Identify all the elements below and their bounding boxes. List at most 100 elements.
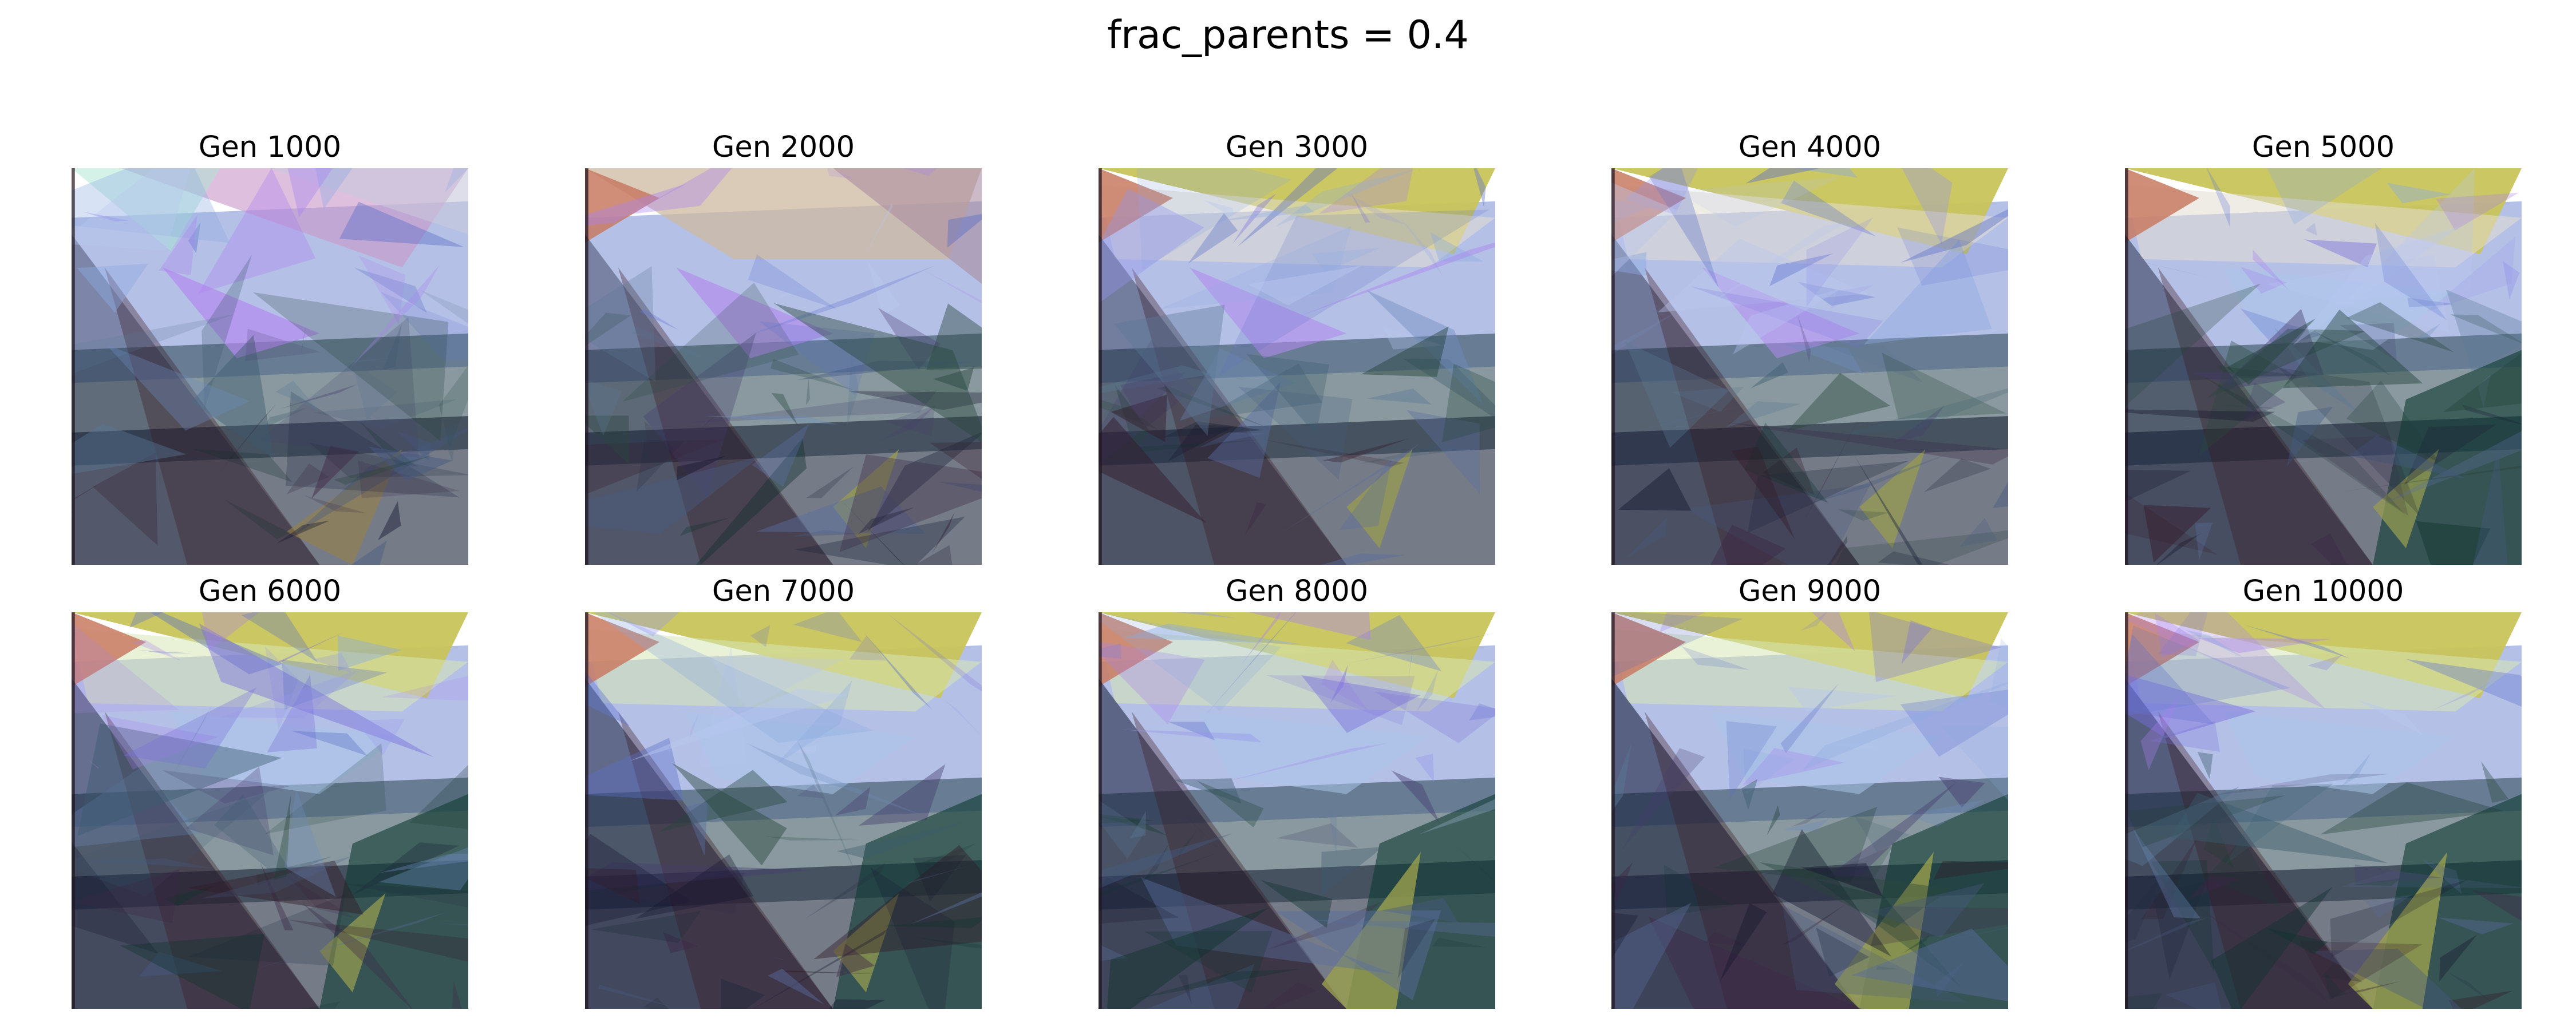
triangle-shape	[1350, 193, 1370, 223]
triangle-shape	[245, 328, 322, 361]
triangle-shape	[197, 168, 316, 294]
triangle-shape	[2481, 761, 2509, 803]
triangle-shape	[2126, 612, 2326, 710]
olive-triangle	[2373, 449, 2439, 549]
evolved-image	[72, 168, 468, 565]
dark-wedge	[72, 234, 320, 565]
triangle-shape	[630, 168, 732, 215]
triangle-shape	[1731, 446, 1795, 540]
triangle-shape	[1130, 811, 1146, 839]
triangle-shape	[1670, 386, 1744, 412]
triangle-shape	[351, 540, 387, 565]
triangle-shape	[776, 680, 852, 764]
triangle-shape	[1741, 779, 1758, 810]
triangle-shape	[1139, 439, 1259, 453]
triangle-shape	[593, 612, 874, 743]
triangle-shape	[1099, 944, 1128, 961]
triangle-shape	[2406, 659, 2522, 707]
triangle-shape	[1318, 168, 1413, 214]
triangle-shape	[2126, 795, 2286, 847]
panel-title: Gen 7000	[712, 575, 855, 608]
triangle-shape	[1111, 394, 1167, 442]
triangle-shape	[1244, 502, 1267, 536]
lavender-triangle	[162, 267, 320, 359]
triangle-shape	[2324, 972, 2346, 999]
triangle-shape	[836, 822, 966, 859]
triangle-shape	[2346, 302, 2454, 352]
triangle-shape	[1207, 382, 1281, 478]
triangle-shape	[358, 460, 460, 498]
triangle-shape	[1266, 675, 1415, 726]
triangle-shape	[381, 292, 468, 360]
triangle-shape	[188, 222, 201, 253]
triangle-shape	[275, 381, 319, 411]
triangle-shape	[1099, 878, 1179, 924]
triangle-shape	[639, 308, 679, 331]
panel-gen-3000: Gen 3000	[1099, 130, 1495, 569]
triangle-shape	[1323, 438, 1409, 463]
triangle-shape	[72, 482, 102, 500]
triangle-shape	[2293, 226, 2461, 346]
triangle-shape	[338, 635, 402, 671]
triangle-shape	[643, 997, 669, 1009]
triangle-shape	[1135, 969, 1302, 1000]
triangle-shape	[2462, 404, 2522, 425]
salmon-triangle	[1099, 612, 1173, 687]
triangle-shape	[886, 405, 935, 437]
top-triangle	[72, 168, 220, 251]
dark-wedge	[2125, 234, 2373, 565]
salmon-triangle	[1099, 168, 1173, 243]
triangle-shape	[886, 613, 982, 692]
triangle-shape	[1099, 188, 1204, 304]
triangle-shape	[254, 912, 447, 969]
triangle-shape	[1172, 778, 1242, 804]
triangle-shape	[778, 284, 809, 298]
panel-gen-6000: Gen 6000	[72, 575, 468, 1013]
triangle-shape	[282, 659, 388, 710]
triangle-shape	[2214, 365, 2302, 377]
triangle-shape	[1923, 458, 1991, 493]
triangle-shape	[915, 843, 977, 882]
dark-wedge	[585, 678, 833, 1009]
triangle-shape	[933, 367, 974, 391]
triangle-shape	[77, 723, 282, 836]
pale-band	[1099, 184, 1495, 268]
triangle-shape	[123, 687, 257, 769]
triangle-shape	[2204, 838, 2282, 908]
triangle-shape	[2156, 533, 2202, 565]
triangle-shape	[378, 847, 468, 890]
triangle-shape	[2346, 168, 2475, 300]
triangle-shape	[2132, 828, 2201, 919]
sky-triangle	[171, 711, 402, 794]
triangle-shape	[2197, 637, 2332, 653]
triangle-shape	[1897, 227, 2008, 286]
triangle-shape	[315, 168, 353, 209]
triangle-shape	[607, 612, 679, 636]
triangle-shape	[870, 867, 955, 1009]
olive-triangle	[2348, 851, 2448, 1009]
olive-triangle	[1834, 851, 1934, 1009]
triangle-shape	[1781, 180, 1876, 237]
triangle-shape	[2446, 290, 2522, 373]
triangle-shape	[164, 885, 215, 906]
triangle-shape	[1664, 864, 1736, 916]
triangle-shape	[1374, 691, 1495, 743]
triangle-shape	[2125, 625, 2290, 716]
pale-band	[2125, 184, 2522, 268]
triangle-shape	[286, 463, 329, 494]
triangle-shape	[1361, 326, 1449, 377]
triangle-shape	[1402, 358, 1495, 419]
triangle-shape	[2170, 793, 2388, 863]
triangle-shape	[591, 910, 701, 943]
triangle-shape	[420, 290, 468, 324]
triangle-shape	[1176, 612, 1236, 619]
triangle-shape	[804, 863, 886, 920]
triangle-shape	[1830, 284, 1875, 309]
triangle-shape	[2125, 786, 2240, 866]
triangle-shape	[585, 738, 684, 801]
triangle-shape	[1725, 422, 2008, 465]
triangle-shape	[1442, 363, 1495, 443]
triangle-shape	[598, 984, 675, 1008]
triangle-shape	[698, 646, 748, 767]
triangle-shape	[2416, 521, 2491, 565]
